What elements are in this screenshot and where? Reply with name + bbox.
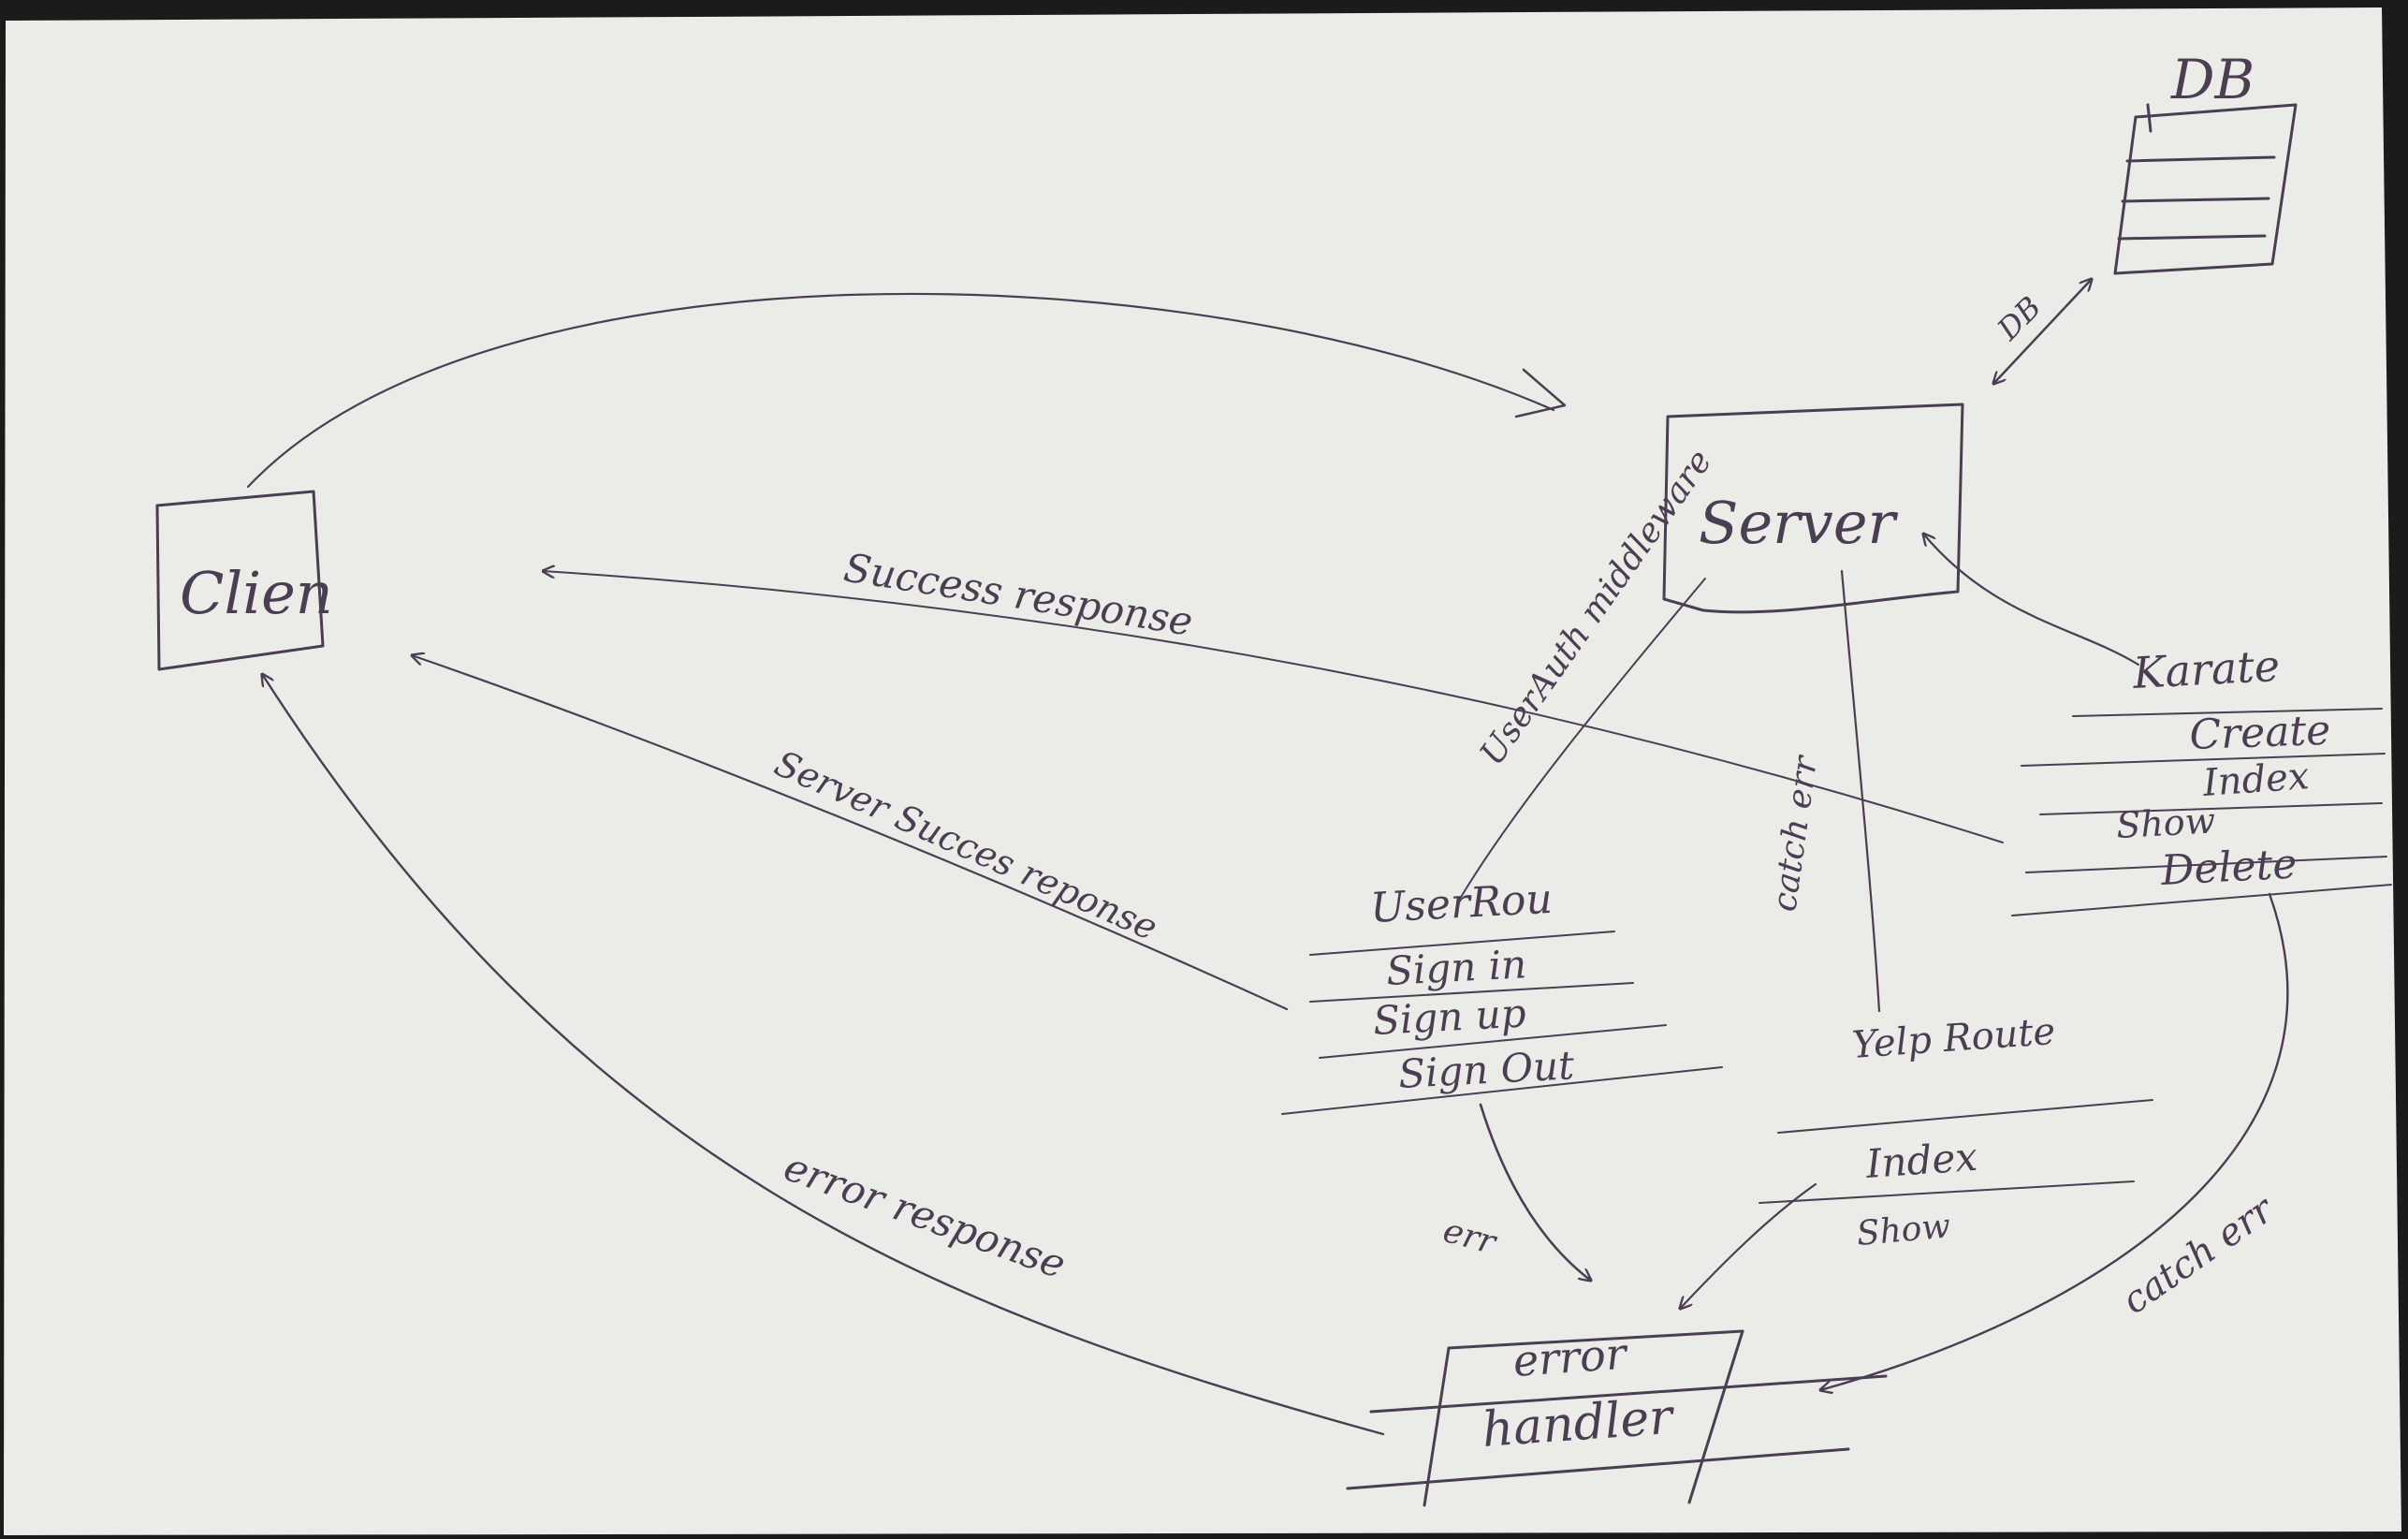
edge-error-response	[262, 674, 1385, 1436]
client-label: Clien	[180, 559, 333, 627]
user-router-title: UserRou	[1369, 875, 1554, 932]
karate-route-item: Create	[2189, 707, 2331, 759]
edge-server-success-response	[412, 655, 1289, 1011]
karate-route-item: Index	[2200, 755, 2310, 805]
user-route-item: Sign in	[1385, 941, 1527, 994]
edge-user-middleware	[1459, 578, 1706, 900]
user-route-item: Sign up	[1372, 989, 1527, 1043]
edge-user-to-error	[1479, 1103, 1591, 1281]
edge-success-response	[543, 571, 2004, 843]
edge-yelp-to-error	[1680, 1182, 1817, 1309]
server-box	[1662, 403, 1964, 614]
yelp-route-item: Index	[1863, 1134, 1979, 1187]
edge-karate-to-error	[1820, 892, 2289, 1390]
edge-client-to-server-arrowhead	[1514, 368, 1567, 418]
yelp-route-item: Show	[1855, 1207, 1952, 1253]
karate-route-item: Delete	[2159, 840, 2299, 895]
yelp-route-rules	[1759, 1099, 2153, 1204]
edge-server-db	[1993, 279, 2092, 384]
edge-server-to-karate	[1923, 534, 2140, 667]
db-icon	[2113, 103, 2298, 275]
db-label: DB	[2170, 48, 2255, 111]
user-router-rules	[1281, 931, 1723, 1115]
karate-title: Karate	[2131, 640, 2282, 698]
error-handler-box	[1346, 1329, 1888, 1507]
server-label: Server	[1699, 489, 1899, 557]
karate-rules	[2011, 708, 2392, 916]
error-handler-line2: handler	[1481, 1389, 1677, 1458]
edge-client-to-server	[246, 292, 1555, 489]
client-box	[155, 490, 325, 671]
karate-route-item: Show	[2115, 800, 2216, 846]
edge-server-to-yelp	[1840, 569, 1881, 1013]
user-route-item: Sign Out	[1397, 1042, 1575, 1097]
paper-sheet	[4, 7, 2401, 1535]
error-handler-line1: error	[1511, 1327, 1630, 1386]
